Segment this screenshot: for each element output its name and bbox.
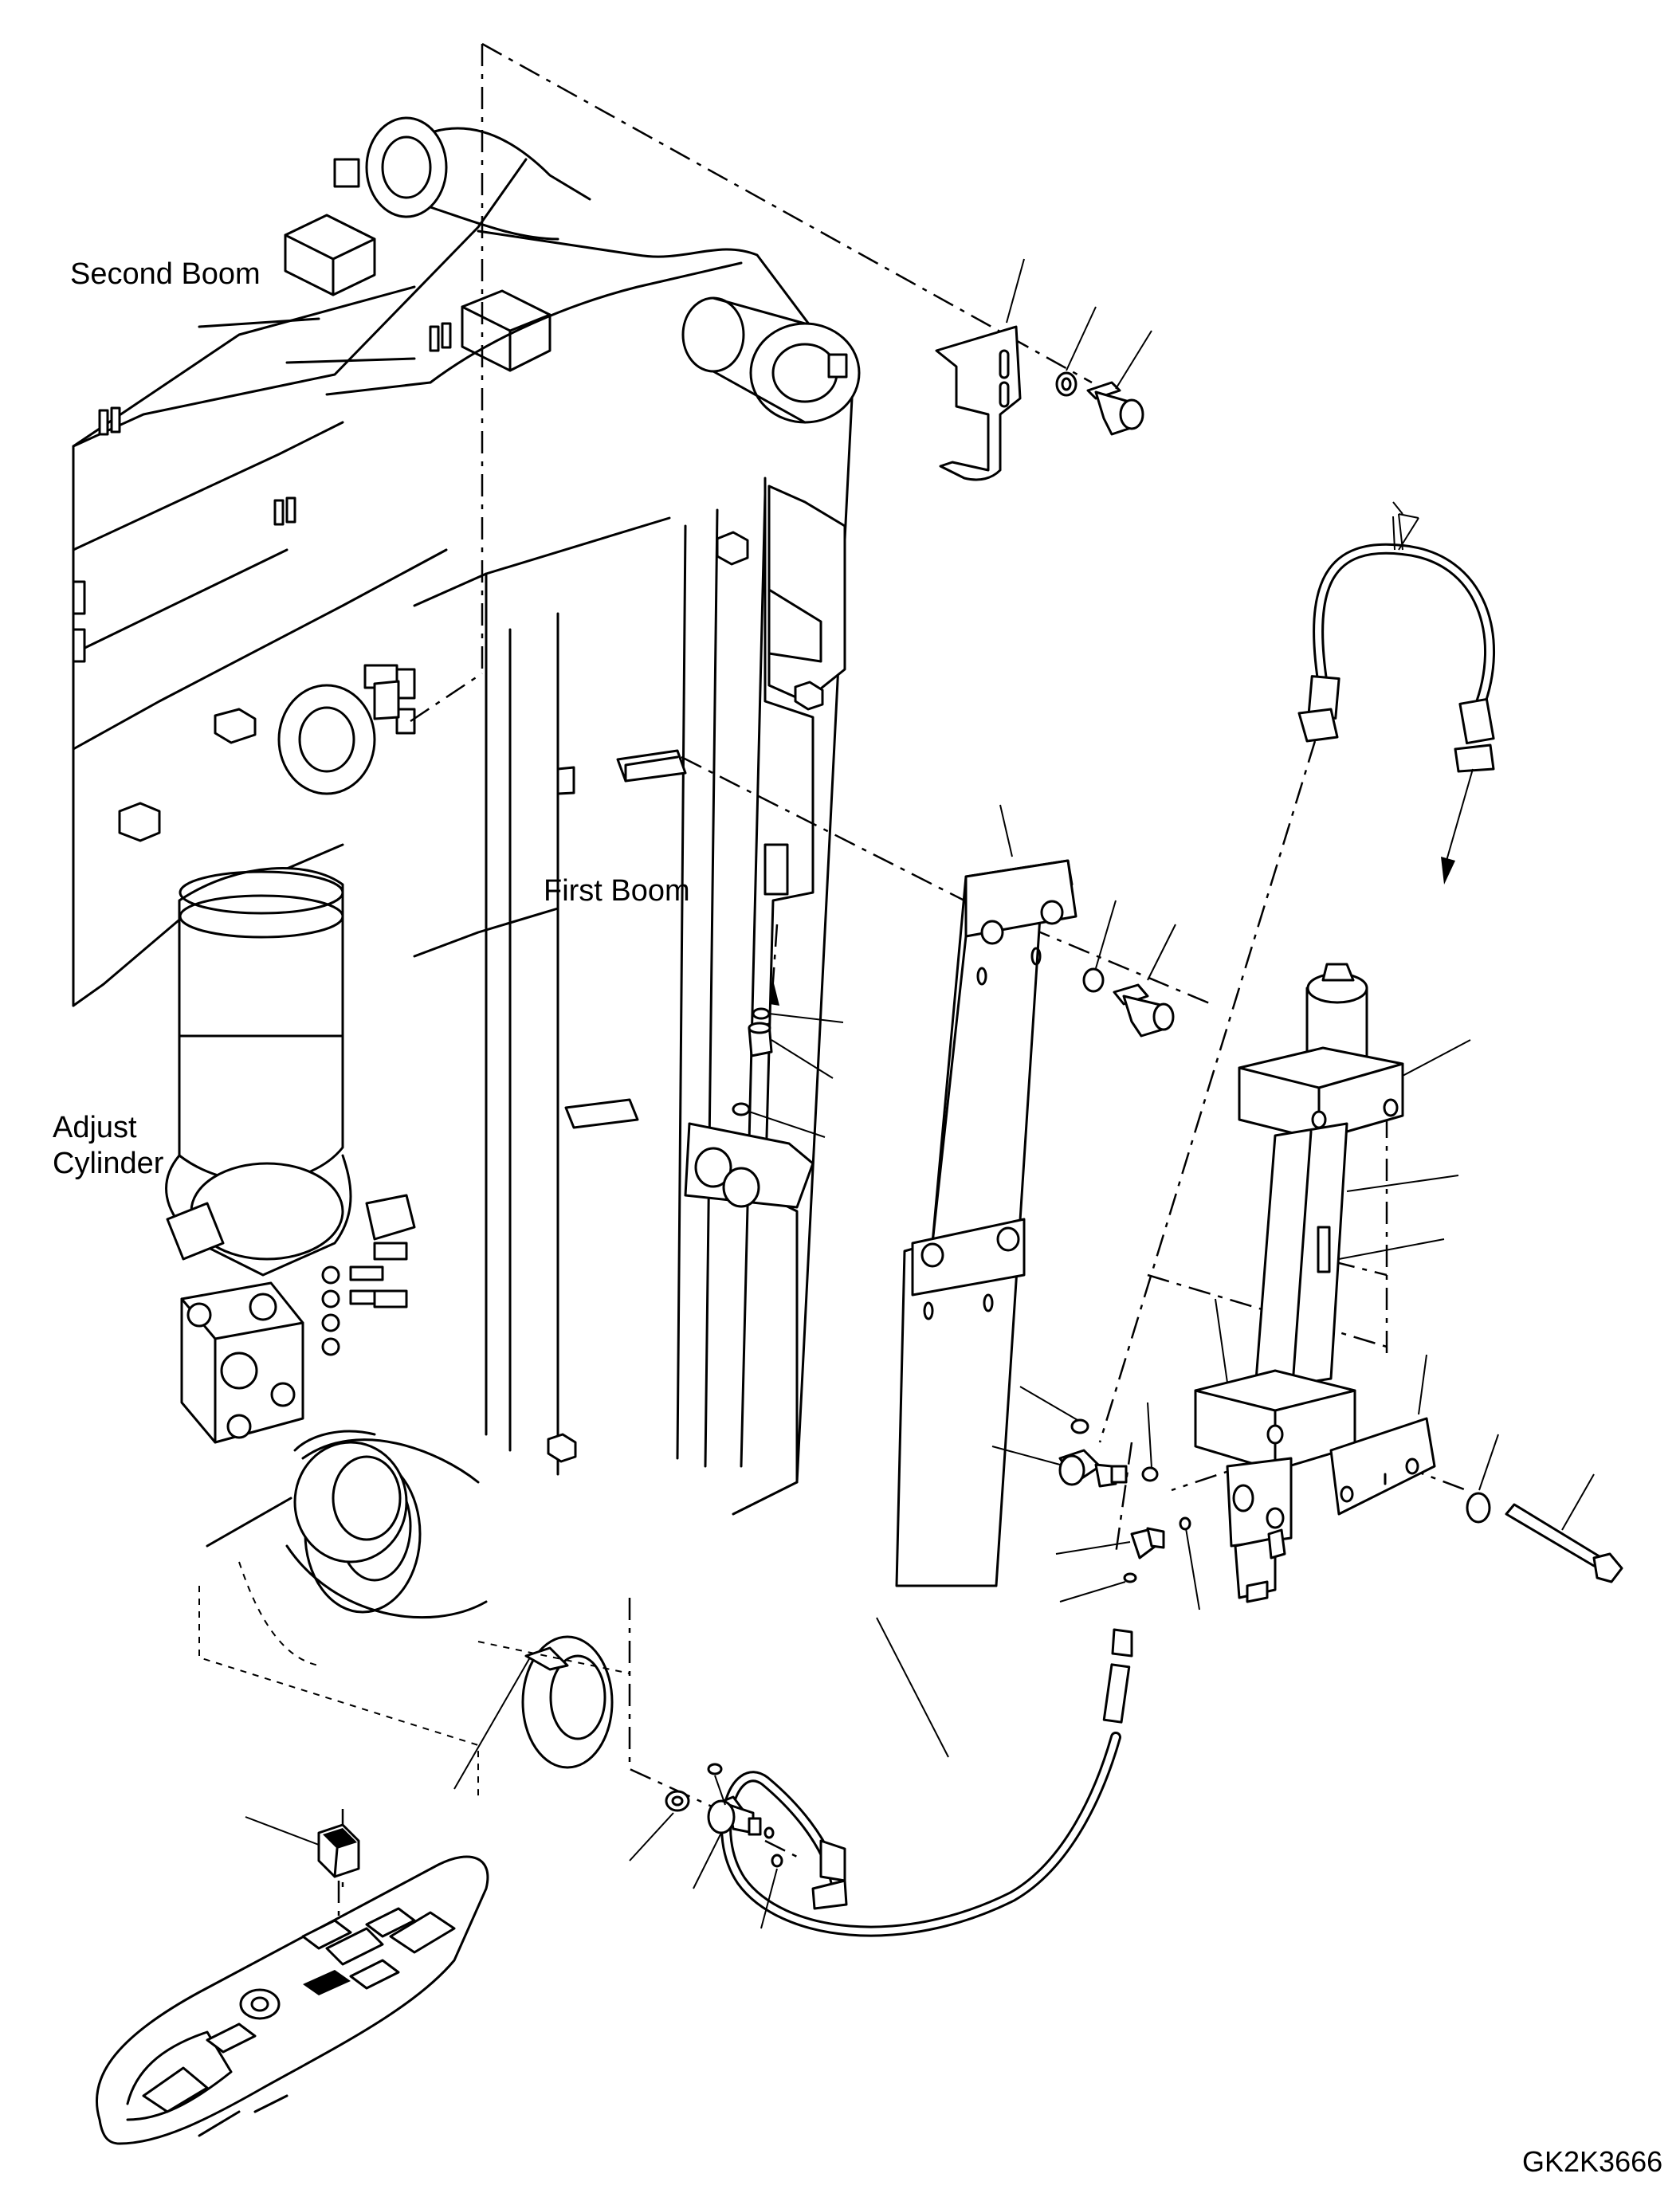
bracket-assembly	[935, 258, 1152, 481]
switch-assembly	[245, 1816, 360, 1944]
elbow-fitting-icon	[1058, 1449, 1128, 1488]
washer-icon	[665, 1790, 690, 1812]
adjust-cylinder-label-line2: Cylinder	[53, 1146, 164, 1180]
valve-fitting-icon	[707, 1795, 775, 1839]
mounting-plate-assembly	[895, 804, 1176, 1587]
boom-fittings	[732, 1007, 844, 1138]
o-ring-icon	[771, 1854, 783, 1868]
switch-icon	[317, 1823, 360, 1878]
o-ring-icon	[1070, 1418, 1089, 1434]
bolt-icon	[1086, 381, 1144, 436]
hose-lower	[720, 1617, 1133, 1937]
elbow-fitting-icon	[748, 1022, 773, 1057]
drawing-reference-code: GK2K3666	[1522, 2145, 1663, 2178]
adjust-cylinder-label-line1: Adjust	[53, 1111, 137, 1144]
washer-icon	[1055, 371, 1077, 397]
o-ring-icon	[1179, 1516, 1191, 1531]
second-boom-label: Second Boom	[70, 257, 261, 291]
o-ring-icon	[732, 1102, 751, 1116]
valve-fitting-assembly	[629, 1763, 783, 1929]
o-ring-icon	[1141, 1466, 1159, 1482]
hose-icon	[1313, 543, 1496, 715]
first-boom-label: First Boom	[544, 874, 690, 908]
o-ring-icon	[1123, 1572, 1137, 1583]
bolt-icon	[1113, 983, 1175, 1038]
second-boom-drawing	[72, 116, 591, 1007]
adjust-cylinder-label: Adjust Cylinder	[53, 1110, 163, 1182]
washer-icon	[1466, 1492, 1491, 1524]
cylinder-fittings	[991, 1386, 1200, 1610]
o-ring-icon	[752, 1007, 771, 1020]
cylinder-assembly	[1194, 963, 1623, 1603]
bolt-icon	[1505, 1503, 1623, 1583]
o-ring-icon	[707, 1763, 723, 1775]
elbow-fitting-icon	[1130, 1527, 1165, 1559]
adjust-cylinder-drawing	[165, 867, 416, 1563]
control-console-icon	[96, 1855, 489, 2145]
hose-upper	[1297, 501, 1496, 885]
